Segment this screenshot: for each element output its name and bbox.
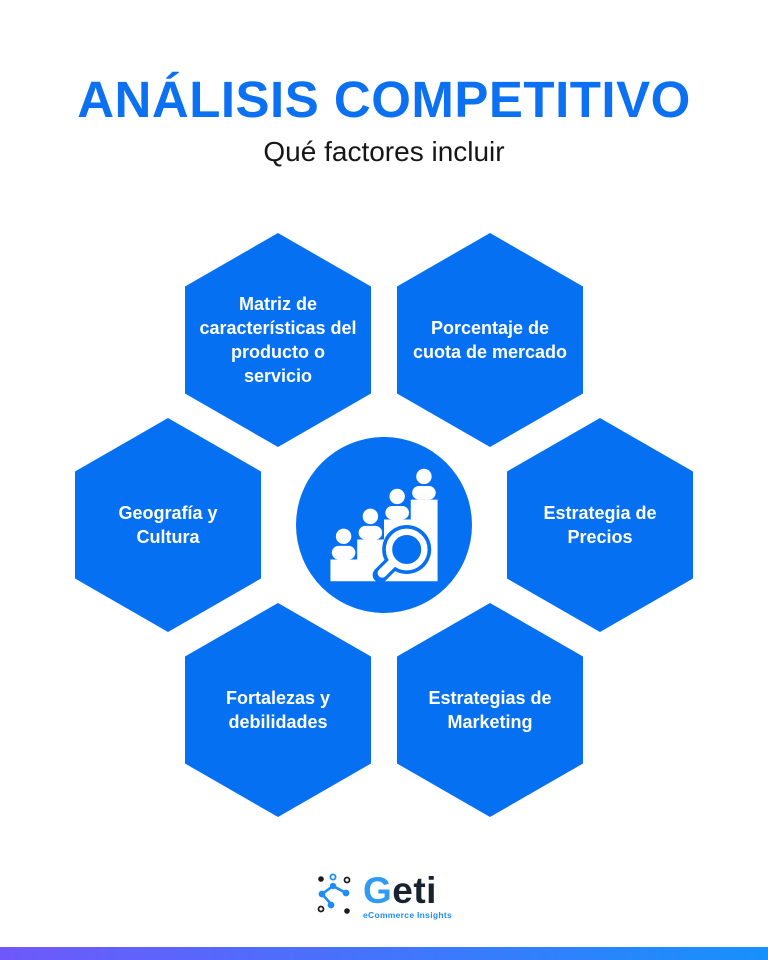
people-stairs-magnifier-icon: [330, 468, 438, 583]
hexagon-label: Estrategias de Marketing: [428, 687, 552, 732]
geti-logo-network-icon: [317, 873, 351, 914]
logo-letters-eti: eti: [392, 870, 437, 911]
hexagon-label: Matriz de características del producto o…: [199, 293, 357, 387]
footer-logo: Geti eCommerce Insights: [0, 872, 768, 920]
hexagon-fortalezas-debilidades: Fortalezas y debilidades: [185, 603, 371, 817]
logo-wordmark: Geti: [363, 872, 452, 909]
hexagon-matriz-caracteristicas: Matriz de características del producto o…: [185, 233, 371, 447]
hexagon-label: Porcentaje de cuota de mercado: [412, 317, 568, 362]
hexagon-cuota-mercado: Porcentaje de cuota de mercado: [397, 233, 583, 447]
page-subtitle: Qué factores incluir: [263, 136, 505, 167]
page-title: ANÁLISIS COMPETITIVO: [77, 71, 691, 128]
logo-text-block: Geti eCommerce Insights: [363, 872, 452, 920]
hexagon-label: Estrategia de Precios: [543, 502, 657, 547]
center-circle: [296, 437, 472, 613]
hexagon-estrategia-precios: Estrategia de Precios: [507, 418, 693, 632]
logo-tagline: eCommerce Insights: [362, 910, 452, 920]
bottom-gradient-bar: [0, 947, 768, 960]
hexagon-label: Geografía y Cultura: [118, 502, 218, 547]
hexagon-label: Fortalezas y debilidades: [225, 687, 331, 732]
hexagon-geografia-cultura: Geografía y Cultura: [75, 418, 261, 632]
logo-letter-g: G: [362, 870, 393, 911]
hexagon-estrategias-marketing: Estrategias de Marketing: [397, 603, 583, 817]
